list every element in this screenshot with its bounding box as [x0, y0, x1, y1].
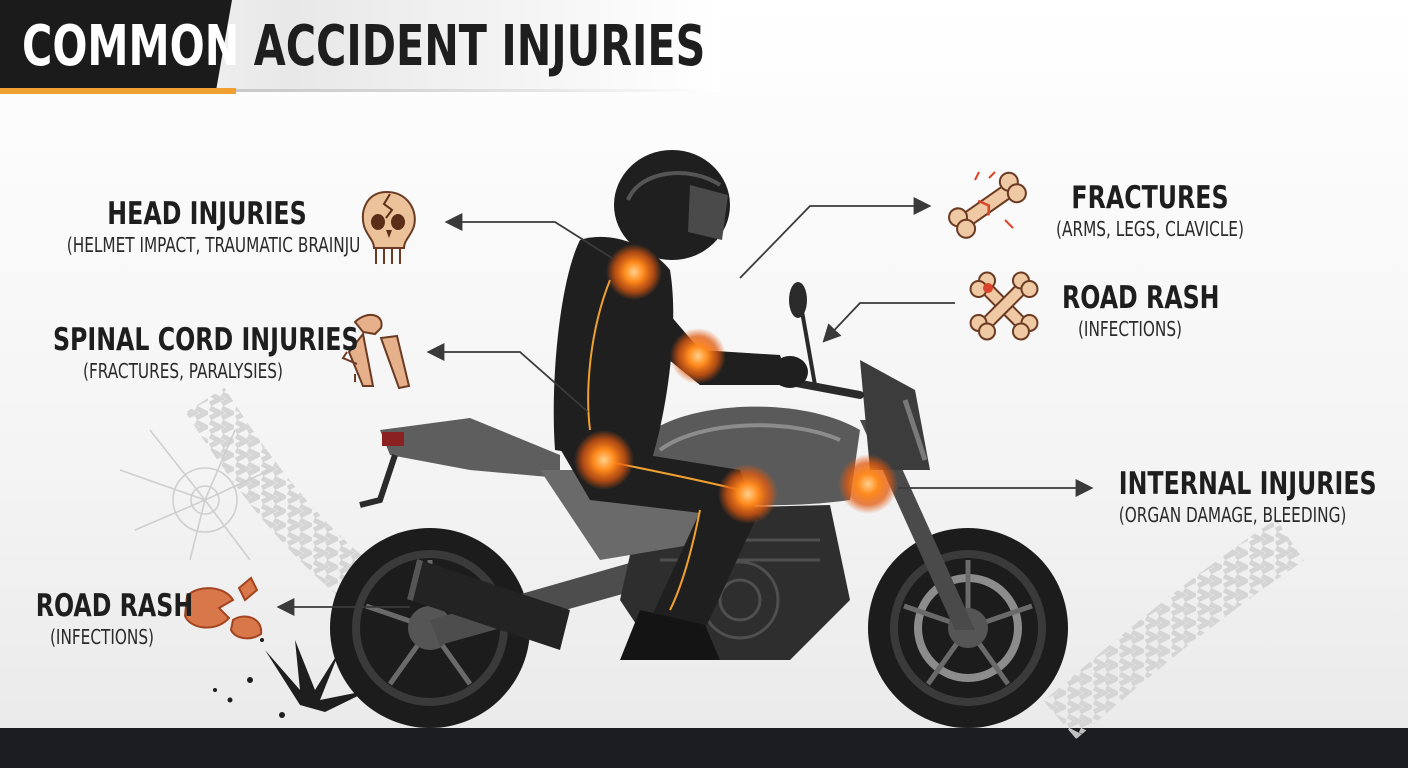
connector-arrows: [276, 197, 1094, 616]
callout-head-sub: (HELMET IMPACT, TRAUMATIC BRAINJU: [66, 233, 361, 257]
impact-glow-hip: [574, 430, 634, 490]
callout-head-heading: HEAD INJURIES: [107, 196, 307, 232]
broken-bone-icon: [948, 171, 1027, 239]
title-word-common: COMMON: [22, 14, 240, 79]
callout-road-rash-left-sub: (INFECTIONS): [49, 625, 155, 649]
broken-spine-icon: [341, 313, 411, 390]
callout-road-rash-right: ROAD RASH (INFECTIONS): [1062, 280, 1220, 342]
callout-road-rash-right-heading: ROAD RASH: [1062, 280, 1220, 316]
impact-glow-knee: [718, 464, 778, 524]
cracked-skull-icon: [362, 190, 416, 264]
arrow-head-injuries: [444, 213, 613, 259]
callout-fractures: FRACTURES (ARMS, LEGS, CLAVICLE): [1053, 180, 1247, 242]
callout-fractures-heading: FRACTURES: [1071, 180, 1229, 216]
callout-internal-injuries: INTERNAL INJURIES (ORGAN DAMAGE, BLEEDIN…: [1118, 466, 1377, 528]
title-banner-dark-block: [0, 0, 232, 92]
callout-road-rash-left: ROAD RASH (INFECTIONS): [35, 588, 194, 650]
callout-spinal-sub: (FRACTURES, PARALYSIES): [83, 359, 283, 383]
callout-fractures-sub: (ARMS, LEGS, CLAVICLE): [1056, 217, 1244, 241]
arrow-road-rash-right-a: [822, 302, 955, 343]
impact-glow-front: [838, 454, 898, 514]
callout-head-injuries: HEAD INJURIES (HELMET IMPACT, TRAUMATIC …: [66, 196, 361, 258]
page-title: COMMON ACCIDENT INJURIES: [22, 14, 705, 79]
callout-road-rash-right-sub: (INFECTIONS): [1077, 317, 1183, 341]
impact-points: [574, 244, 898, 524]
callout-spinal-cord-injuries: SPINAL CORD INJURIES (FRACTURES, PARALYS…: [52, 322, 359, 384]
skin-abrasion-icon: [183, 576, 263, 640]
callout-internal-heading: INTERNAL INJURIES: [1118, 466, 1377, 502]
road-ground: [0, 728, 1408, 768]
tire-track-right: [1043, 519, 1304, 739]
callout-internal-sub: (ORGAN DAMAGE, BLEEDING): [1118, 503, 1347, 527]
impact-crack: [119, 429, 271, 561]
arrow-spinal: [426, 343, 589, 413]
callout-road-rash-left-heading: ROAD RASH: [35, 588, 194, 624]
title-underline: [236, 89, 716, 92]
impact-glow-elbow: [670, 328, 726, 384]
title-word-accident-injuries: ACCIDENT INJURIES: [253, 14, 706, 79]
title-accent-stripe: [0, 88, 236, 94]
arrow-fractures: [739, 197, 932, 279]
callout-spinal-heading: SPINAL CORD INJURIES: [52, 322, 359, 358]
impact-glow-shoulder: [606, 244, 662, 300]
crossed-bones-icon: [969, 271, 1039, 341]
